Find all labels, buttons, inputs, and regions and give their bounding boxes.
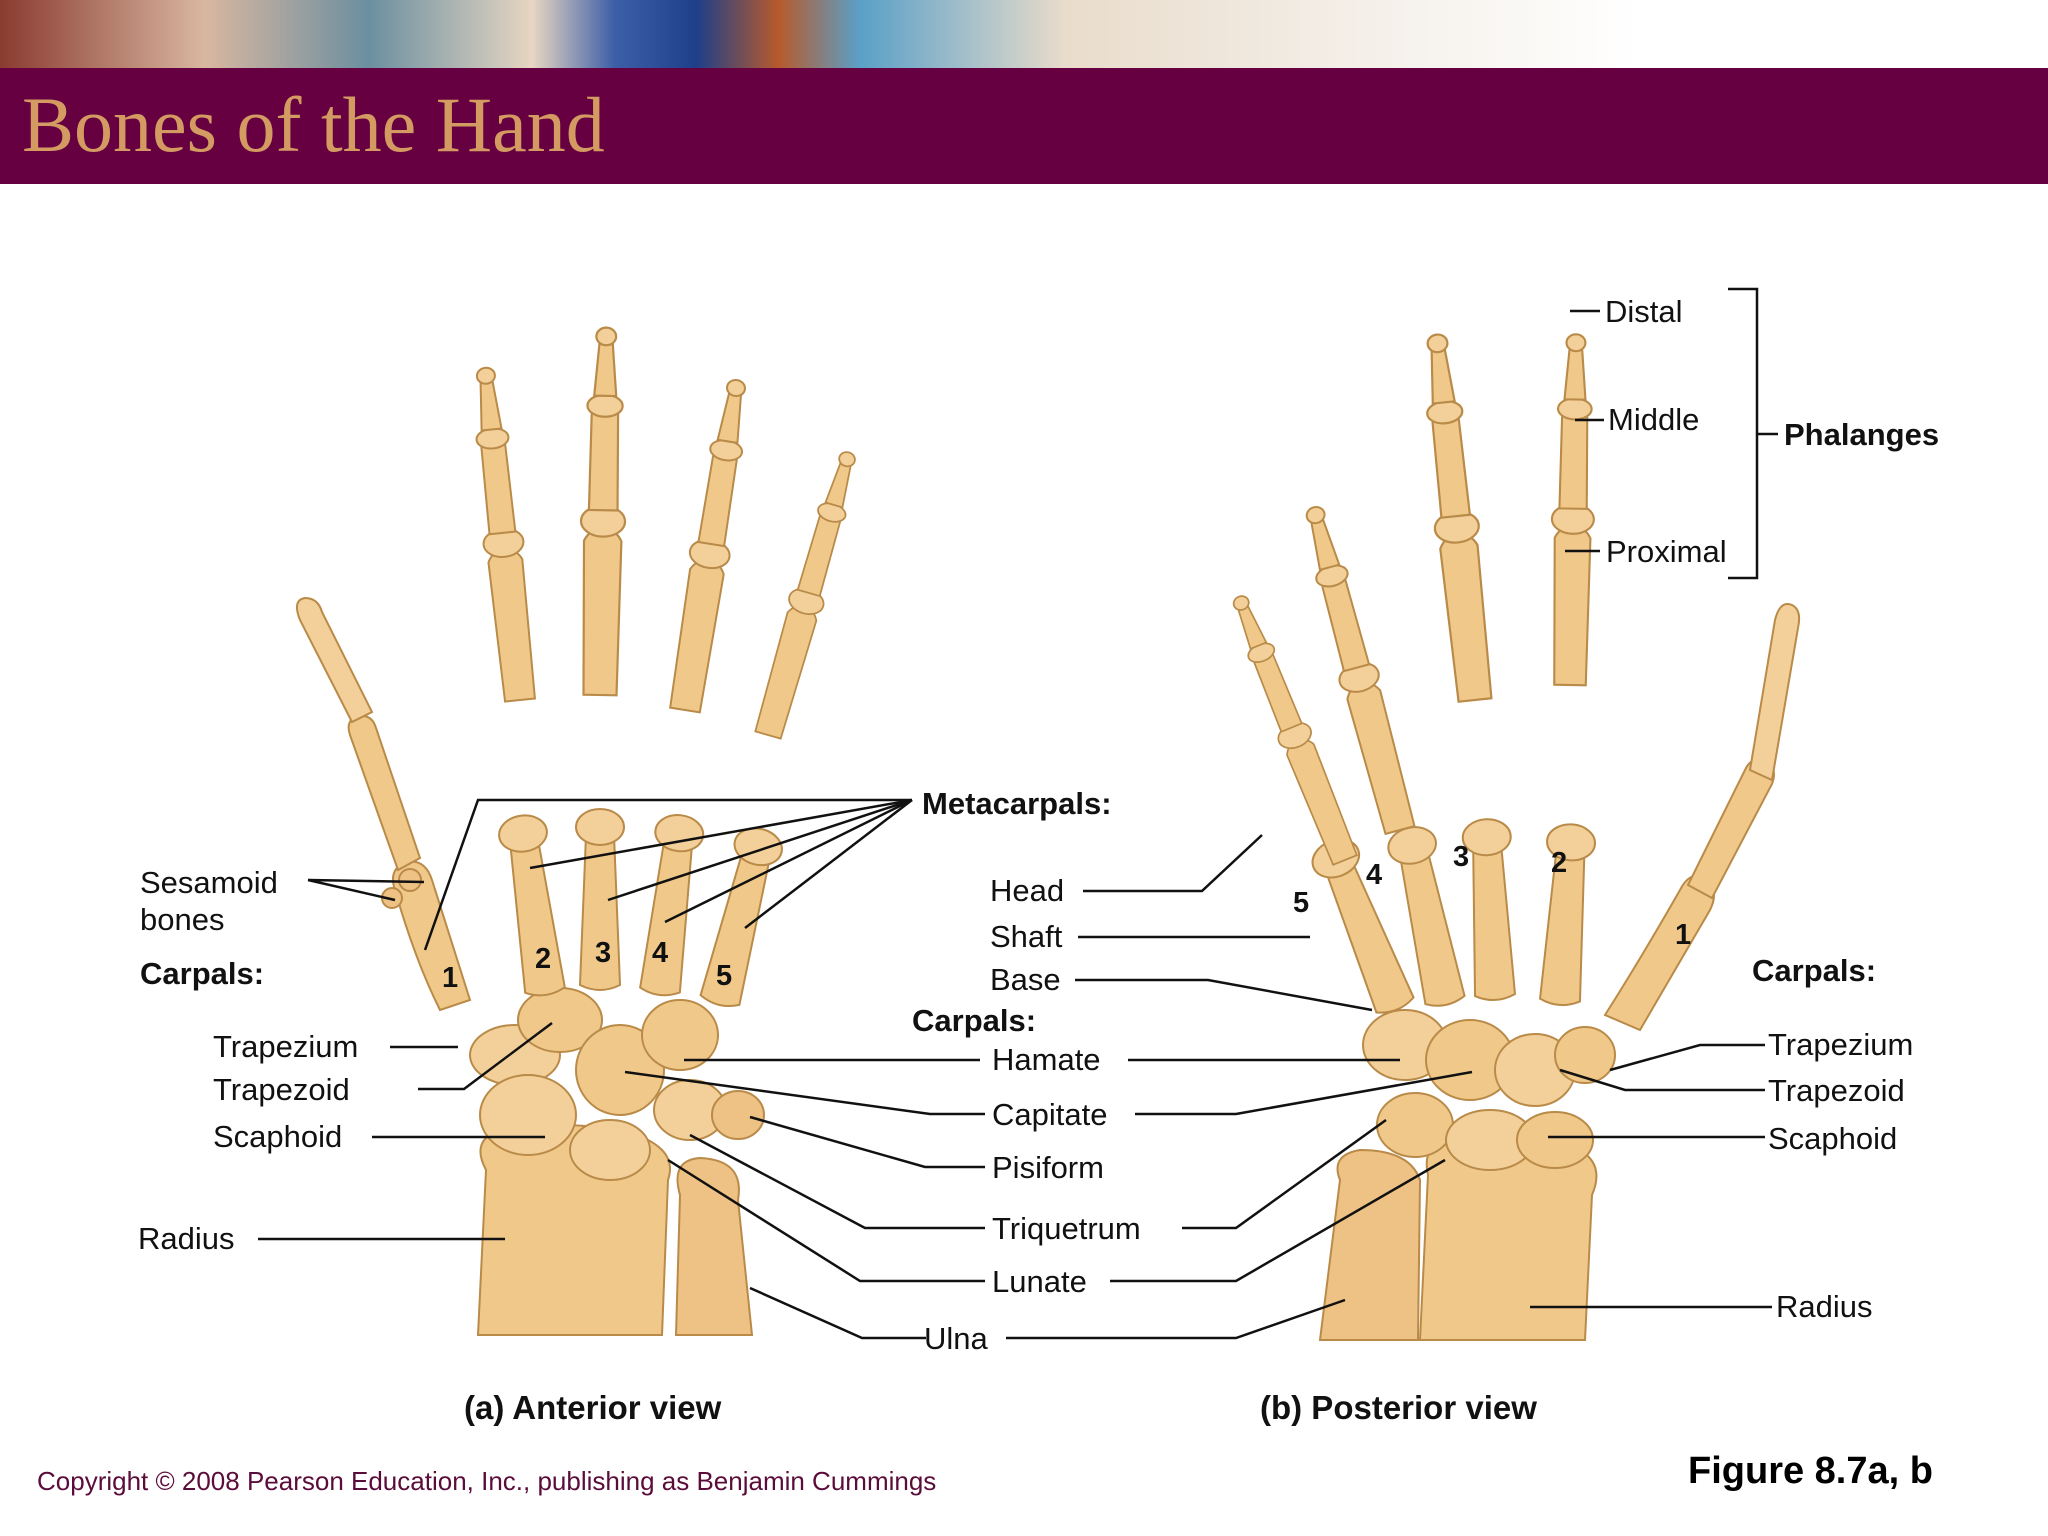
figure-reference: Figure 8.7a, b bbox=[1688, 1450, 1933, 1492]
anterior-metacarpal-number-5: 5 bbox=[716, 960, 732, 992]
anterior-radius-label: Radius bbox=[138, 1221, 235, 1256]
base-label: Base bbox=[990, 962, 1061, 997]
leader-lines bbox=[258, 287, 1778, 1340]
distal-label: Distal bbox=[1605, 294, 1683, 329]
anterior-carpals-heading: Carpals: bbox=[140, 956, 264, 991]
posterior-metacarpal-number-5: 5 bbox=[1293, 887, 1309, 919]
anterior-trapezoid-label: Trapezoid bbox=[213, 1072, 350, 1107]
posterior-metacarpal-number-3: 3 bbox=[1453, 841, 1469, 873]
head-label: Head bbox=[990, 873, 1064, 908]
sesamoid-label-line2: bones bbox=[140, 902, 224, 937]
posterior-metacarpal-number-2: 2 bbox=[1551, 847, 1567, 879]
anterior-labels: Sesamoid bones Carpals: Trapezium Trapez… bbox=[138, 865, 732, 1426]
posterior-metacarpal-number-1: 1 bbox=[1675, 919, 1691, 951]
posterior-hand bbox=[1222, 331, 1801, 1341]
posterior-labels: Distal Middle Proximal Phalanges Carpals… bbox=[1260, 294, 1939, 1426]
middle-label: Middle bbox=[1608, 402, 1699, 437]
shaft-label: Shaft bbox=[990, 919, 1063, 954]
posterior-carpals-heading: Carpals: bbox=[1752, 953, 1876, 988]
copyright-notice: Copyright © 2008 Pearson Education, Inc.… bbox=[37, 1466, 937, 1496]
posterior-scaphoid-label: Scaphoid bbox=[1768, 1121, 1897, 1156]
center-labels: Metacarpals: Head Shaft Base Carpals: Ha… bbox=[912, 786, 1141, 1356]
posterior-metacarpal-number-4: 4 bbox=[1366, 859, 1382, 891]
pisiform-label: Pisiform bbox=[992, 1150, 1104, 1185]
center-carpals-heading: Carpals: bbox=[912, 1003, 1036, 1038]
header-decorative-art bbox=[0, 0, 2048, 68]
posterior-view-caption: (b) Posterior view bbox=[1260, 1389, 1537, 1426]
posterior-radius-label: Radius bbox=[1776, 1289, 1873, 1324]
capitate-label: Capitate bbox=[992, 1097, 1107, 1132]
anterior-metacarpal-number-1: 1 bbox=[442, 962, 458, 994]
sesamoid-label-line1: Sesamoid bbox=[140, 865, 278, 900]
page-title: Bones of the Hand bbox=[22, 81, 605, 168]
anterior-trapezium-label: Trapezium bbox=[213, 1029, 358, 1064]
title-bar bbox=[0, 68, 2048, 184]
triquetrum-label: Triquetrum bbox=[992, 1211, 1141, 1246]
anterior-metacarpal-number-3: 3 bbox=[595, 937, 611, 969]
anterior-metacarpal-number-2: 2 bbox=[535, 943, 551, 975]
proximal-label: Proximal bbox=[1606, 534, 1727, 569]
anterior-view-caption: (a) Anterior view bbox=[464, 1389, 722, 1426]
hamate-label: Hamate bbox=[992, 1042, 1101, 1077]
anterior-metacarpal-number-4: 4 bbox=[652, 937, 668, 969]
anterior-scaphoid-label: Scaphoid bbox=[213, 1119, 342, 1154]
ulna-label: Ulna bbox=[924, 1321, 989, 1356]
metacarpals-heading: Metacarpals: bbox=[922, 786, 1112, 821]
posterior-trapezium-label: Trapezium bbox=[1768, 1027, 1913, 1062]
phalanges-label: Phalanges bbox=[1784, 417, 1939, 452]
lunate-label: Lunate bbox=[992, 1264, 1087, 1299]
posterior-trapezoid-label: Trapezoid bbox=[1768, 1073, 1905, 1108]
